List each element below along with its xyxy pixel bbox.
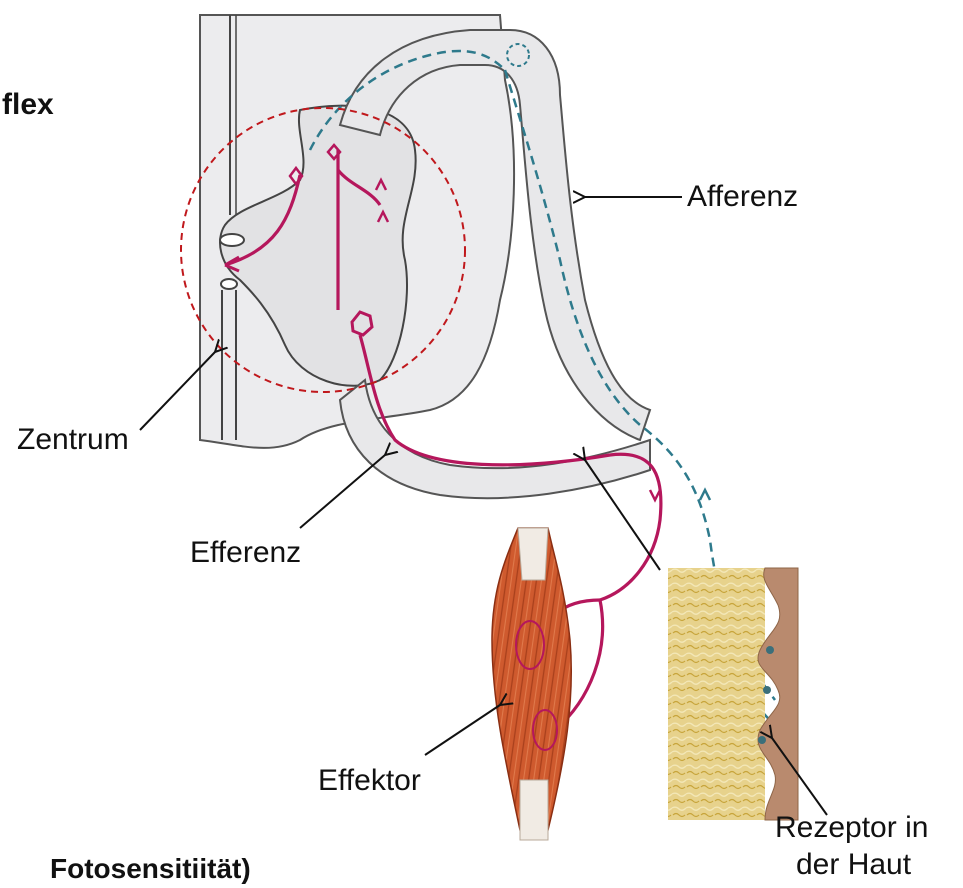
efferenz-arrow bbox=[300, 455, 385, 528]
label-effektor: Effektor bbox=[318, 764, 421, 798]
efferent-direction-icon bbox=[650, 490, 660, 500]
effektor-arrow bbox=[425, 705, 500, 755]
label-rezeptor-line-2: der Haut bbox=[796, 848, 911, 882]
label-zentrum: Zentrum bbox=[17, 423, 129, 457]
skin-receptor bbox=[668, 568, 798, 820]
label-afferenz: Afferenz bbox=[687, 180, 798, 214]
label-rezeptor-line-1: Rezeptor in bbox=[775, 811, 928, 845]
afferent-direction-icon bbox=[700, 490, 710, 500]
muscle-effector bbox=[492, 528, 571, 840]
spinal-cord bbox=[200, 15, 514, 448]
label-efferenz: Efferenz bbox=[190, 536, 301, 570]
